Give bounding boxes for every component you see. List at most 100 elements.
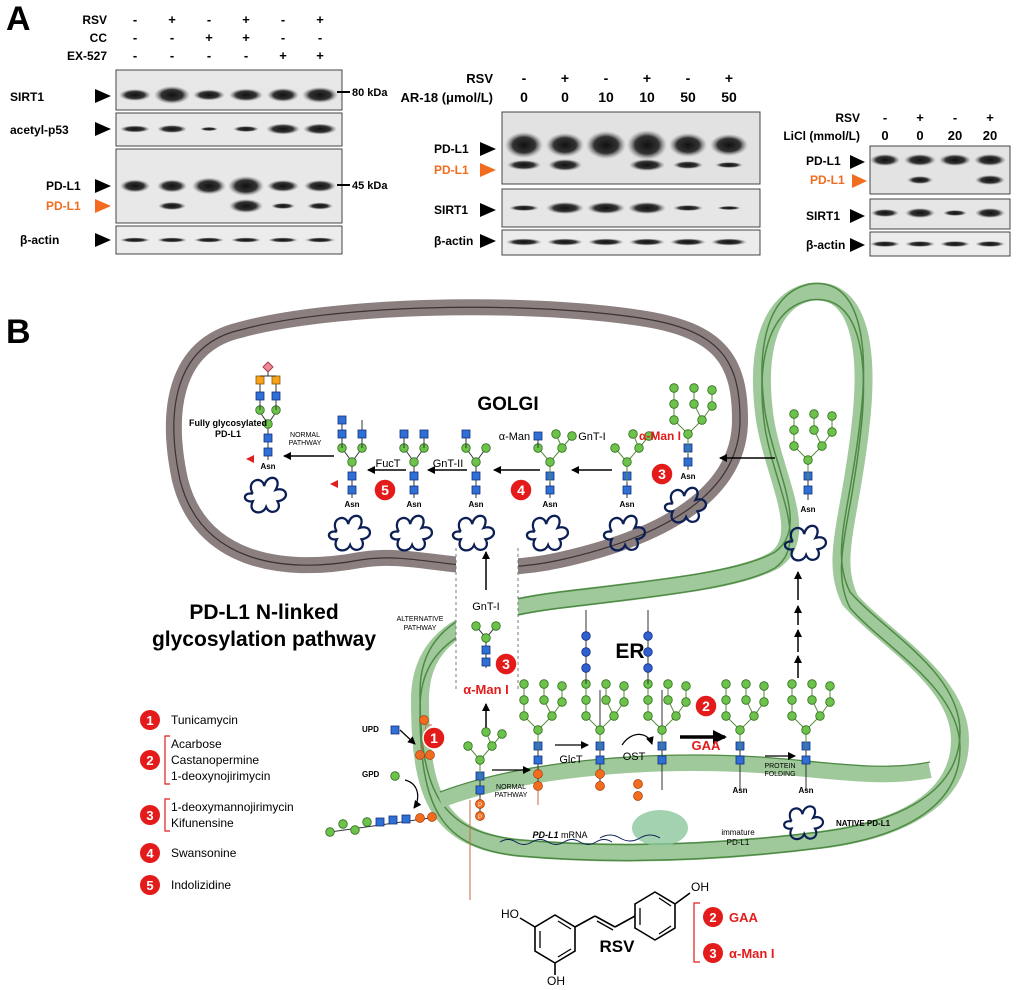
inhibitor-num: 5 [146,878,153,893]
lane-sign: - [170,30,174,45]
blot3-row-label: LiCl (mmol/L) [783,129,860,143]
enzyme-ost: OST [623,751,646,763]
step-badge-num: 5 [381,482,389,498]
svg-text:Asn: Asn [798,786,813,795]
immature-label: immature [721,828,755,837]
band-label-pd-l1-low: PD-L1 [810,173,845,187]
normal-pathway-er: NORMAL [496,784,526,791]
dolichol-chain [325,812,437,837]
lane-sign: - [522,70,527,86]
band-label-pd-l1-low: PD-L1 [434,163,469,177]
band-label-sirt1: SIRT1 [10,90,44,104]
step-badge-num: 3 [658,466,666,482]
inhibitor-bracket [164,735,170,785]
svg-text:Asn: Asn [680,472,695,481]
blot-band [546,133,584,157]
rsv-oh-left: HO [501,907,519,921]
inhibitor-name: Kifunensine [171,816,234,830]
band-label-pd-l1: PD-L1 [434,142,469,156]
blot1-row-label: EX-527 [67,49,107,63]
step-badge [494,652,518,676]
enzyme-gnt1-alt: GnT-I [472,601,500,613]
rsv-target-gaa: GAA [729,910,759,925]
rsv-name: RSV [600,937,636,956]
blot-band [157,237,187,243]
blot1-row-label: RSV [82,13,107,27]
lane-sign: + [986,110,994,125]
glycan-gnt1-product: Asn [525,430,576,552]
blot-band [120,125,150,133]
blot-band [629,159,665,171]
mrna-label: PD-L1 mRNA [532,830,587,840]
enzyme-aman1: α-Man I [639,429,681,443]
inhibitor-num: 1 [146,713,153,728]
lane-sign: 10 [639,89,655,105]
glycan-lipid-linked: P P [464,728,507,821]
blot-band [907,176,933,184]
blot-band [267,88,299,102]
blot-band [717,206,741,210]
golgi-membrane [165,299,749,576]
blot-band [231,237,261,243]
lane-sign: - [133,48,137,63]
blot-band [154,86,190,104]
inhibitor-bracket [164,798,170,832]
rsv-target-num: 3 [709,946,716,961]
svg-text:P: P [478,803,482,809]
lane-sign: 0 [561,89,569,105]
lane-sign: 0 [520,89,528,105]
marker-45kda: 45 kDa [352,180,388,192]
upd-label: UPD [362,725,379,734]
blot3-row-label: RSV [835,111,860,125]
enzyme-gnt2: GnT-II [433,458,464,470]
blot-band [266,123,300,135]
blot-band [119,89,151,101]
blot-band [193,89,225,101]
step-badge-num: 3 [502,656,510,672]
blot-band [587,202,625,214]
enzyme-glct: GlcT [559,754,583,766]
alternative-pathway: ALTERNATIVE [397,616,444,623]
blot-band [158,202,186,210]
lane-sign: + [916,110,924,125]
blot-band [303,123,337,135]
protein-folding: PROTEIN [764,763,795,770]
enzyme-aman2: α-Man II [499,431,540,443]
svg-text:Asn: Asn [542,500,557,509]
lane-sign: - [686,70,691,86]
band-label-beta-actin: β-actin [20,233,59,247]
lane-sign: 0 [881,128,888,143]
inhibitor-num: 3 [146,808,153,823]
blot-band [192,177,226,195]
blot-band [669,133,707,157]
blot-band [586,131,626,159]
band-label-pd-l1: PD-L1 [806,154,841,168]
title-line-1: PD-L1 N-linked [189,601,338,624]
blot-band [304,180,336,192]
lane-sign: + [725,70,733,86]
enzyme-gaa: GAA [692,738,722,753]
band-label-pd-l1: PD-L1 [46,179,81,193]
blot-band [200,127,218,131]
blot-band [267,180,299,192]
blot-band [943,210,967,216]
marker-80kda: 80 kDa [352,87,388,99]
fully-glycosylated-label: PD-L1 [215,429,241,439]
lane-sign: 20 [948,128,962,143]
glycan-er-2 [520,680,567,791]
inhibitor-badge [140,710,160,730]
inhibitor-name: Acarbose [171,737,222,751]
blot-band [628,202,666,214]
golgi-label: GOLGI [477,394,538,415]
normal-pathway-golgi: PATHWAY [289,440,322,447]
panel-a-label: A [6,0,31,38]
blot-band [268,237,298,243]
svg-text:Asn: Asn [344,500,359,509]
lane-sign: + [279,48,287,63]
lane-sign: + [168,12,176,27]
rsv-oh-bottom: OH [547,974,565,988]
blot-band [710,134,748,156]
lane-sign: - [281,30,285,45]
